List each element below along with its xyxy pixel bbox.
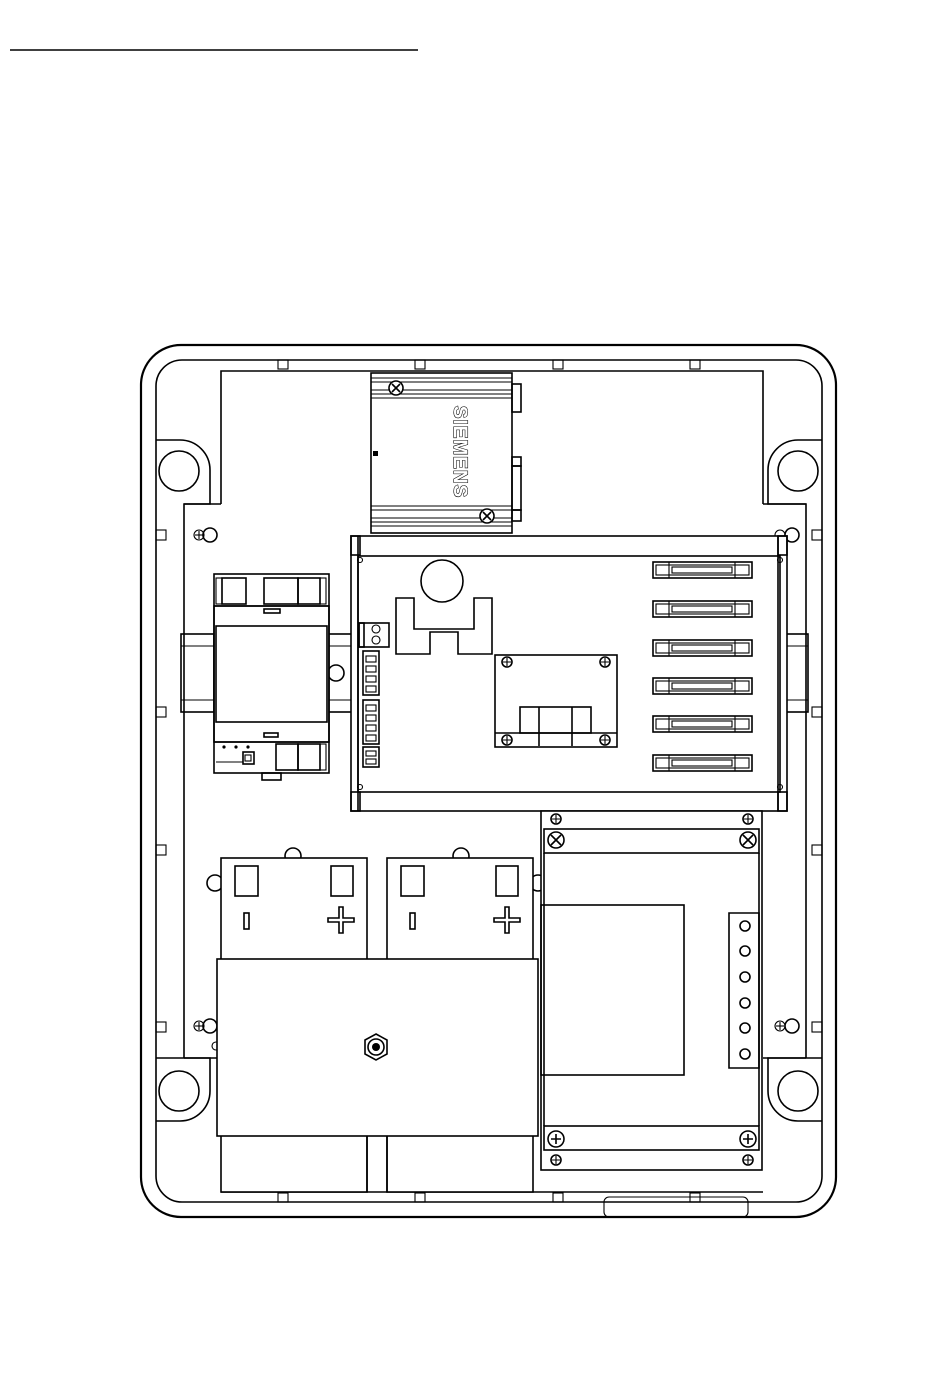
mains-transformer [541, 811, 762, 1170]
gsm-modem: SIEMENS [371, 373, 521, 533]
modem-brand-label: SIEMENS [449, 406, 470, 499]
din-power-supply [214, 574, 329, 780]
controller-board [351, 536, 787, 811]
corner-boss-bottom-right [768, 1058, 822, 1121]
corner-boss-bottom-left [156, 1058, 210, 1121]
corner-boss-top-left [156, 440, 210, 1058]
